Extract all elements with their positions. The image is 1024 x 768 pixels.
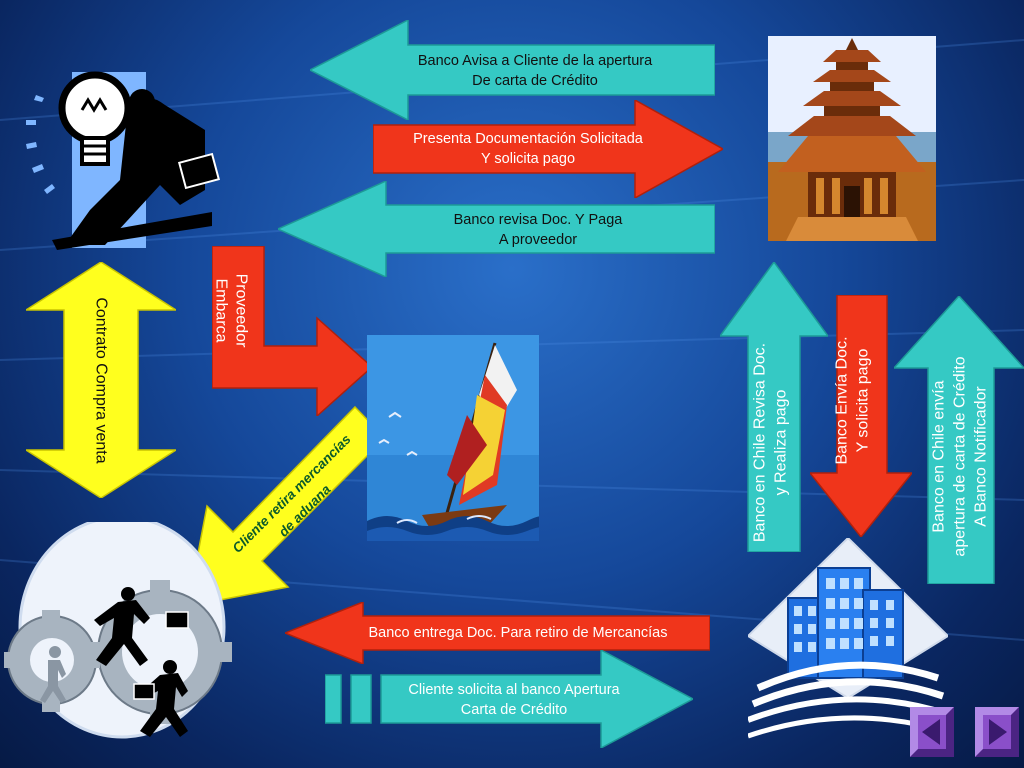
arrow-banco-chile-revisa: Banco en Chile Revisa Doc. y Realiza pag… — [720, 262, 828, 552]
revisa-line1: Banco en Chile Revisa Doc. — [751, 342, 769, 543]
arrow-label-line2: A proveedor — [498, 232, 578, 248]
contrato-label: Contrato Compra venta — [92, 297, 110, 464]
arrow-label-line1: Banco Avisa a Cliente de la apertura — [417, 53, 653, 69]
next-slide-icon — [975, 707, 1019, 757]
revisa-line2: y Realiza pago — [772, 389, 790, 496]
arrow-label-line1: Presenta Documentación Solicitada — [413, 131, 643, 147]
prev-slide-icon — [910, 707, 954, 757]
apertura-line3: A Banco Notificador — [972, 386, 990, 527]
apertura-line2: apertura de carta de Crédito — [951, 356, 969, 557]
arrow-banco-chile-envia-apertura: Banco en Chile envía apertura de carta d… — [894, 296, 1024, 584]
arrow-presenta-documentacion: Presenta Documentación Solicitada Y soli… — [373, 100, 723, 198]
pagoda-temple-icon — [768, 36, 936, 241]
next-slide-button[interactable] — [975, 707, 1019, 757]
envia-line1: Banco Envía Doc. — [833, 336, 851, 465]
arrow-banco-revisa-paga: Banco revisa Doc. Y Paga A proveedor — [278, 181, 715, 277]
proveedor-label-line1: Proveedor — [232, 273, 250, 348]
arrow-contrato-compra-venta: Contrato Compra venta — [26, 262, 176, 498]
businessman-lightbulb-icon — [26, 71, 221, 250]
sailboat-icon — [367, 335, 539, 541]
arrow-cliente-retira-mercancias: Cliente retira mercancías de aduana — [180, 402, 390, 612]
arrow-label-line2: Y solicita pago — [480, 151, 576, 167]
banco-entrega-label: Banco entrega Doc. Para retiro de Mercan… — [368, 625, 668, 641]
arrow-proveedor-embarca: Proveedor Embarca — [212, 246, 372, 416]
prev-slide-button[interactable] — [910, 707, 954, 757]
arrow-cliente-solicita-apertura: Cliente solicita al banco Apertura Carta… — [325, 650, 693, 748]
arrow-banco-entrega-doc: Banco entrega Doc. Para retiro de Mercan… — [285, 602, 710, 664]
arrow-label-line1: Banco revisa Doc. Y Paga — [453, 212, 623, 228]
cliente-solicita-line2: Carta de Crédito — [460, 702, 568, 718]
proveedor-label-line2: Embarca — [212, 278, 230, 343]
cliente-solicita-line1: Cliente solicita al banco Apertura — [408, 682, 620, 698]
arrow-banco-envia-doc: Banco Envía Doc. Y solicita pago — [810, 295, 912, 537]
business-runners-gears-icon — [4, 522, 232, 739]
envia-line2: Y solicita pago — [854, 348, 872, 453]
bank-buildings-icon — [748, 538, 948, 739]
arrow-label-line2: De carta de Crédito — [472, 73, 598, 89]
arrow-banco-avisa: Banco Avisa a Cliente de la apertura De … — [310, 20, 715, 120]
